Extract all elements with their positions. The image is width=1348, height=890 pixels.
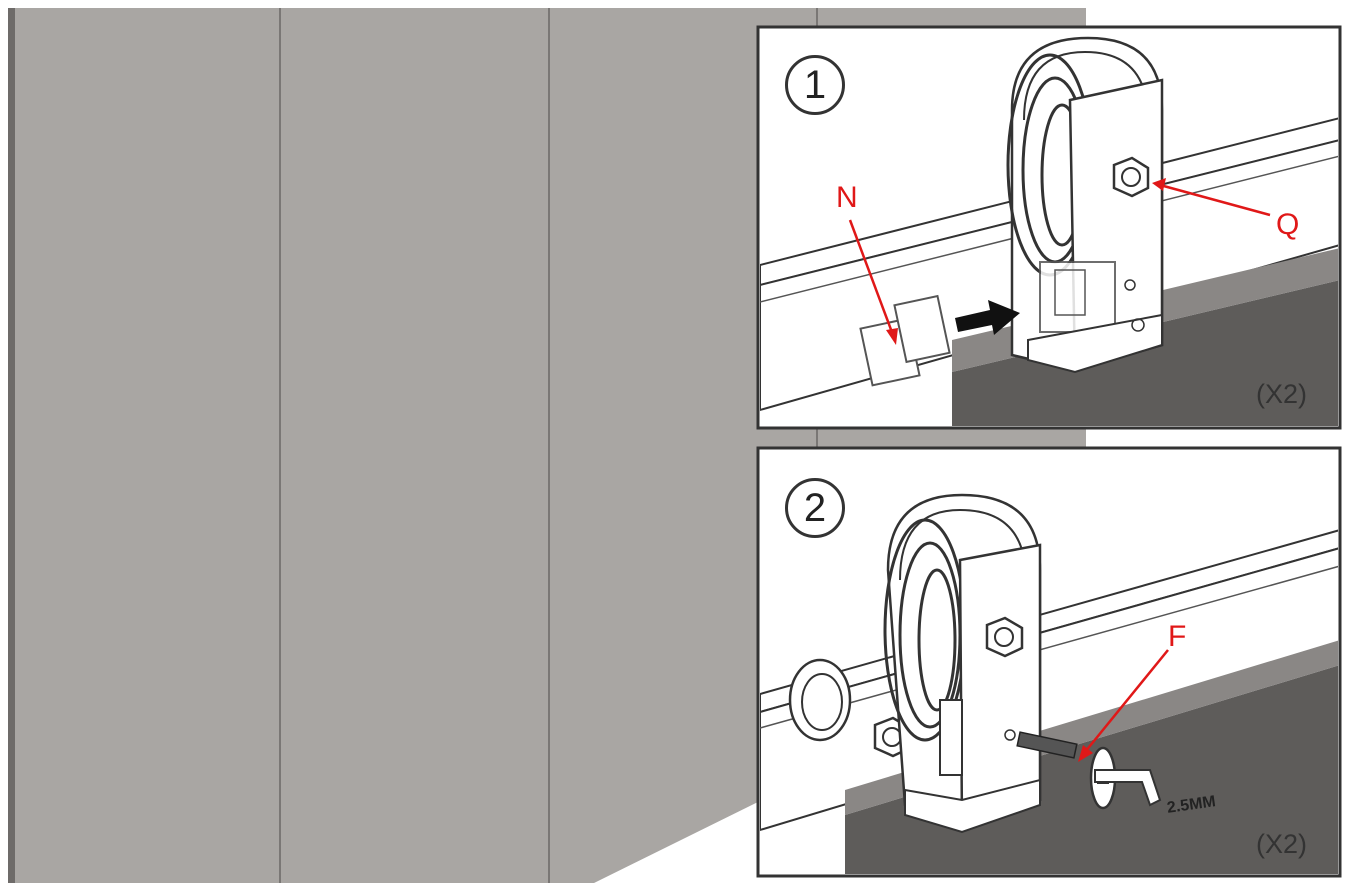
bracket-n-back	[893, 294, 951, 364]
second-wheel-ring	[801, 673, 843, 731]
door-slab	[952, 280, 1338, 426]
set-screw-f	[1016, 731, 1078, 759]
step1-panel	[756, 25, 1342, 430]
arrow-q-head	[1152, 178, 1166, 191]
step2-number: 2	[785, 478, 845, 538]
anti-jump-bracket-installed	[1039, 261, 1116, 333]
step2-panel	[756, 446, 1342, 878]
hanger-strap-inner	[899, 508, 1027, 581]
label-f: F	[1168, 620, 1187, 653]
label-n: N	[836, 181, 858, 214]
bolt-right	[985, 616, 1024, 658]
arrow-n-head	[886, 328, 898, 345]
screw-hole	[1004, 729, 1016, 741]
hex-key	[1094, 769, 1162, 807]
base-hole	[1131, 318, 1145, 332]
insert-arrow	[955, 300, 1020, 335]
arrow-n	[848, 219, 895, 336]
hole	[1124, 279, 1136, 291]
hanger-base	[904, 778, 1041, 834]
label-q: Q	[1276, 208, 1300, 241]
arrow-f-head	[1078, 745, 1093, 762]
bolt-right-head	[994, 627, 1014, 647]
rail-line	[760, 565, 1338, 729]
bolt-q-head	[1121, 167, 1141, 187]
step1-multiplier: (X2)	[1256, 379, 1308, 409]
step1-number: 1	[785, 55, 845, 115]
bolt-q	[1112, 156, 1150, 198]
wheel-ring	[917, 568, 957, 712]
arrow-f	[1084, 649, 1169, 753]
anti-jump-bracket	[939, 699, 963, 776]
step2-multiplier: (X2)	[1256, 829, 1308, 859]
bracket-slot	[1054, 269, 1086, 316]
door-edge	[8, 8, 15, 883]
arrow-q	[1159, 183, 1271, 217]
